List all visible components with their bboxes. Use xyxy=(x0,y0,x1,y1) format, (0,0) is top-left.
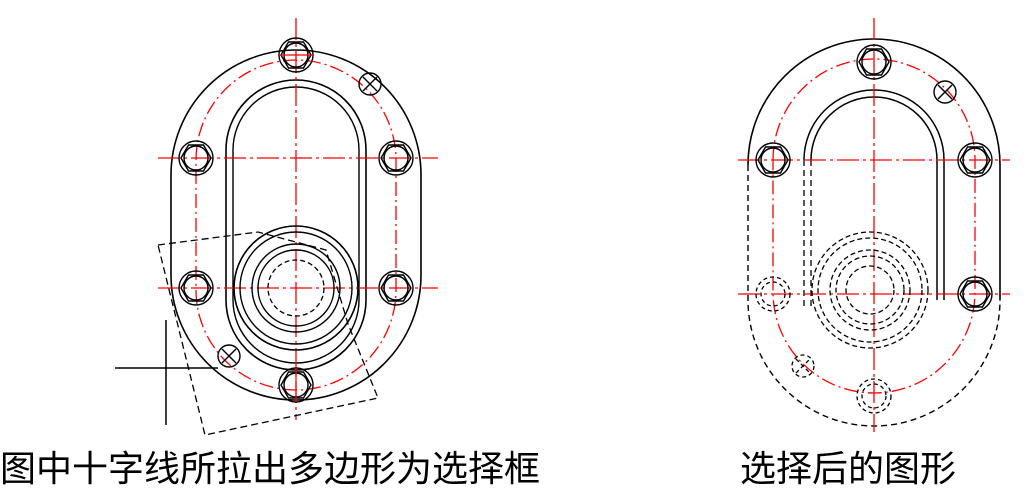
right-inner-slot-solid xyxy=(803,89,945,300)
right-bolt-circle-centerline xyxy=(772,58,976,394)
right-center-boss-dashed xyxy=(811,231,929,349)
left-drawing xyxy=(115,18,438,436)
crosshair-cursor xyxy=(115,320,218,425)
selection-polygon xyxy=(157,231,379,436)
left-flange-outline xyxy=(170,49,422,401)
left-bolt-circle-centerline xyxy=(195,59,397,391)
right-bolt-holes-dashed xyxy=(755,276,892,414)
left-inner-slot-inner xyxy=(232,86,360,364)
caption-right: 选择后的图形 xyxy=(740,449,957,490)
left-inner-slot-outer xyxy=(225,79,367,371)
left-pin-holes xyxy=(217,72,382,368)
right-inner-slot-dashed xyxy=(803,160,812,310)
caption-left: 图中十字线所拉出多边形为选择框 xyxy=(0,449,541,490)
right-pin-hole-dashed xyxy=(791,354,815,378)
left-center-boss xyxy=(233,225,359,351)
right-pin-hole-solid xyxy=(933,80,957,104)
right-bolt-holes-solid xyxy=(755,44,993,312)
cad-drawing xyxy=(115,18,1010,436)
right-drawing xyxy=(738,18,1010,432)
left-bolt-crosses xyxy=(279,54,313,402)
right-flange-outline-top xyxy=(747,38,1001,300)
